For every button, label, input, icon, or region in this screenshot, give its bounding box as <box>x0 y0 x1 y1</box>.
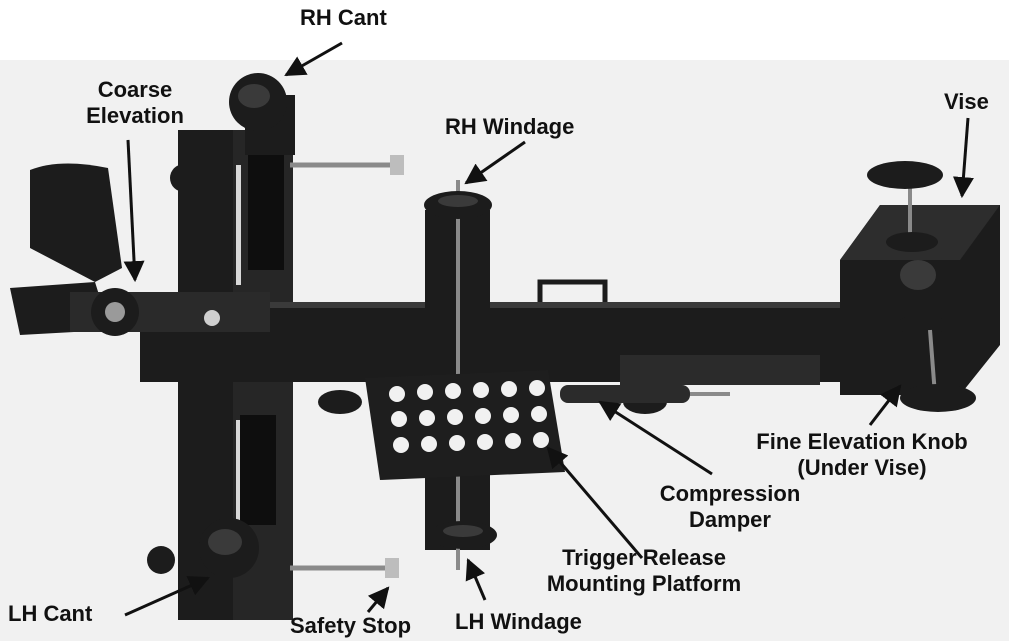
arrow-lh-windage <box>465 558 487 601</box>
arrow-safety-stop <box>366 586 390 613</box>
label-compression-damper-line2: Damper <box>689 507 771 532</box>
fine-elevation-knob <box>900 329 976 412</box>
label-trigger-release-line2: Mounting Platform <box>546 571 742 596</box>
compression-damper <box>560 385 730 403</box>
trigger-platform <box>365 370 565 480</box>
carry-handle <box>537 279 608 302</box>
vise-knobs <box>867 161 948 335</box>
label-fine-elevation-line2: (Under Vise) <box>797 455 927 480</box>
label-coarse-elevation-line1: Coarse <box>97 77 173 102</box>
label-compression-damper: Compression Damper <box>646 481 814 533</box>
label-compression-damper-line1: Compression <box>659 481 801 506</box>
label-rh-cant: RH Cant <box>300 5 387 30</box>
label-trigger-release: Trigger Release Mounting Platform <box>528 545 760 597</box>
arrow-fine-elevation <box>868 384 902 426</box>
lh-windage-knob <box>429 521 497 549</box>
label-trigger-release-line1: Trigger Release <box>562 545 726 570</box>
coarse-elevation-lever <box>10 163 270 336</box>
main-beam <box>140 302 850 385</box>
label-lh-windage: LH Windage <box>455 609 582 634</box>
rh-windage-knob <box>424 191 492 219</box>
label-vise: Vise <box>944 89 989 114</box>
arrow-lh-cant <box>124 576 210 617</box>
label-fine-elevation: Fine Elevation Knob (Under Vise) <box>724 429 1000 481</box>
arrow-compression-damper <box>598 400 713 476</box>
lh-cant-knob <box>199 518 259 578</box>
arrow-trigger-release <box>546 446 644 559</box>
arrow-rh-cant <box>284 41 343 77</box>
label-lh-cant: LH Cant <box>8 601 93 626</box>
label-coarse-elevation: Coarse Elevation <box>76 77 194 129</box>
arrow-rh-windage <box>464 140 526 185</box>
safety-stop-nut <box>385 558 399 578</box>
rh-stop-nut <box>390 155 404 175</box>
arrow-coarse-elevation <box>123 139 145 283</box>
cant-rods <box>290 162 398 571</box>
label-safety-stop: Safety Stop <box>290 613 412 638</box>
rh-cant-knob <box>229 73 295 155</box>
callout-arrows <box>123 41 974 617</box>
label-rh-windage: RH Windage <box>445 114 575 139</box>
label-coarse-elevation-line2: Elevation <box>86 103 184 128</box>
label-fine-elevation-line1: Fine Elevation Knob <box>756 429 968 454</box>
arrow-vise <box>952 117 974 199</box>
